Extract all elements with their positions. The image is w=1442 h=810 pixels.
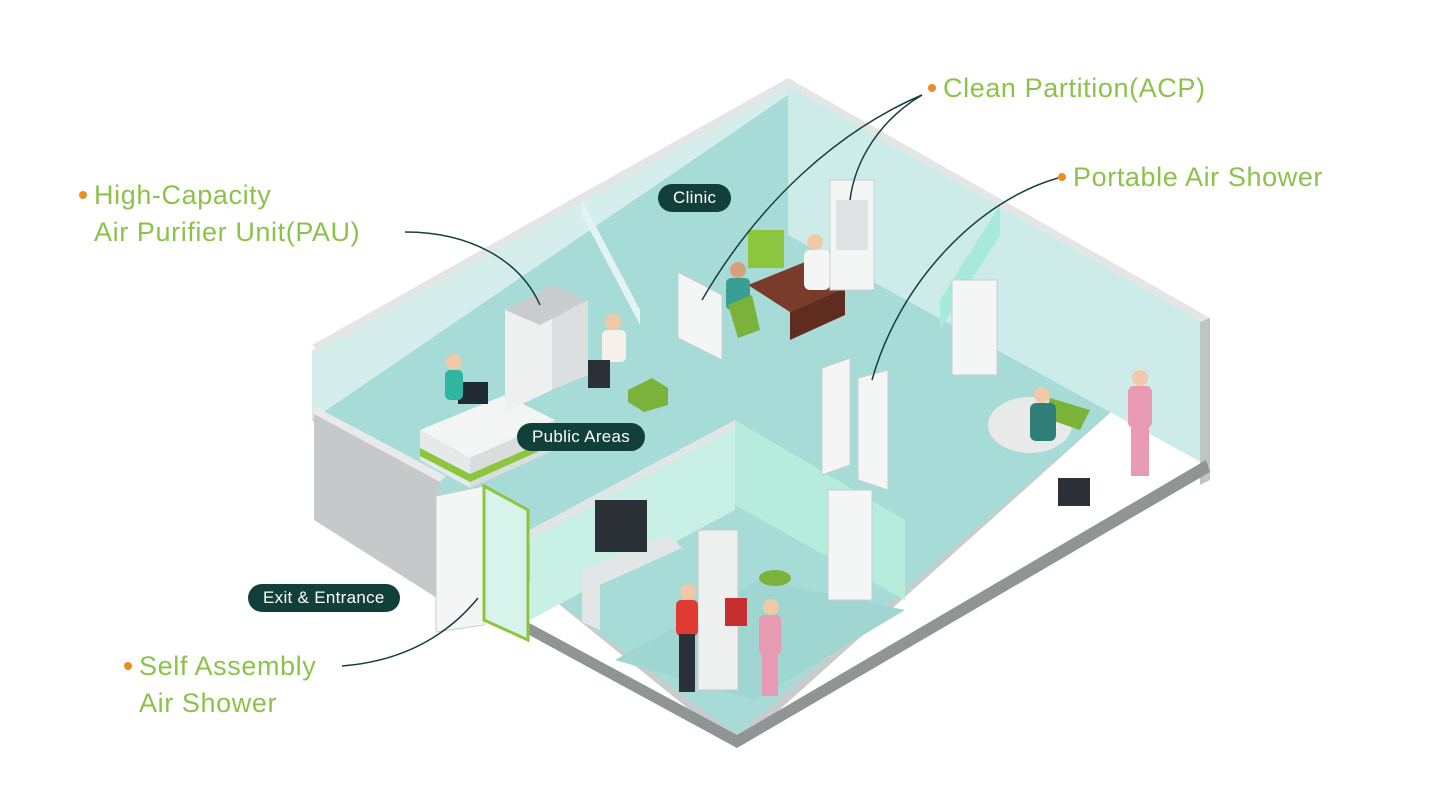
callout-bullet-icon bbox=[124, 661, 132, 670]
back-left-wall bbox=[312, 82, 788, 420]
front-left-edge bbox=[520, 618, 737, 748]
nurse-body bbox=[1128, 386, 1152, 428]
leader-self-assembly bbox=[341, 597, 479, 667]
xray-patient-legs bbox=[679, 634, 695, 692]
pau-label-line1: High-Capacity bbox=[94, 180, 272, 210]
doctor-coat bbox=[804, 250, 830, 290]
back-left-wall-top bbox=[312, 78, 796, 350]
portable-air-shower-label: Portable Air Shower bbox=[1073, 162, 1324, 192]
dental-chair-cushion bbox=[1045, 398, 1090, 430]
patient-legs bbox=[588, 360, 610, 388]
xray-staff-head bbox=[763, 599, 779, 615]
clinic-patient-head bbox=[730, 262, 746, 278]
portable-air-shower-left bbox=[821, 357, 851, 476]
portable-air-shower-callout: Portable Air Shower bbox=[1058, 159, 1323, 196]
clinic-left-partition bbox=[582, 200, 640, 325]
callout-bullet-icon bbox=[1058, 172, 1066, 181]
receptionist-head bbox=[446, 354, 462, 370]
patient-body bbox=[602, 330, 626, 362]
clinic-chair bbox=[728, 295, 760, 338]
xray-monitor bbox=[725, 598, 747, 626]
clean-partition-panel-left bbox=[677, 271, 723, 361]
xray-patient-head bbox=[680, 584, 696, 600]
xray-console bbox=[582, 535, 682, 630]
dental-cart bbox=[1058, 478, 1090, 506]
reception-desk-top bbox=[420, 395, 555, 458]
nurse-head bbox=[1132, 370, 1148, 386]
pau-callout: High-Capacity Air Purifier Unit(PAU) bbox=[79, 177, 360, 251]
self-assembly-label-line1: Self Assembly bbox=[139, 651, 317, 681]
exit-entrance-label: Exit & Entrance bbox=[248, 584, 400, 612]
self-assembly-callout: Self Assembly Air Shower bbox=[124, 648, 316, 722]
clinic-desk-front bbox=[790, 288, 845, 340]
xray-stool bbox=[759, 570, 791, 586]
dentist-body bbox=[1030, 403, 1056, 441]
leader-clean-partition-1 bbox=[701, 94, 923, 301]
leader-portable-air-shower bbox=[871, 177, 1059, 381]
back-right-wall bbox=[788, 82, 1206, 465]
portable-air-shower-right bbox=[857, 369, 889, 491]
reception-monitor bbox=[458, 382, 488, 404]
xray-staff-legs bbox=[762, 652, 778, 696]
nurse-legs bbox=[1131, 426, 1149, 476]
xray-viewer bbox=[595, 500, 647, 552]
self-assembly-air-shower-door bbox=[482, 483, 530, 643]
front-right-edge bbox=[737, 460, 1210, 748]
pau-cabinet-top bbox=[505, 285, 588, 325]
leader-clean-partition-2 bbox=[849, 94, 923, 201]
xray-room-partition bbox=[827, 489, 873, 601]
self-assembly-air-shower-body bbox=[435, 485, 485, 633]
clean-partition-callout: Clean Partition(ACP) bbox=[928, 70, 1206, 107]
receptionist-body bbox=[445, 370, 463, 400]
callout-bullet-icon bbox=[79, 190, 87, 199]
doctor-head bbox=[807, 234, 823, 250]
clean-partition-filter-right bbox=[836, 200, 868, 250]
leader-pau bbox=[404, 231, 541, 306]
public-areas-label: Public Areas bbox=[517, 423, 646, 451]
xray-staff-body bbox=[759, 615, 781, 655]
xray-patient-body bbox=[676, 600, 698, 636]
back-right-wall-top bbox=[788, 78, 1210, 324]
right-wall-edge bbox=[1200, 318, 1210, 485]
front-left-wall-top bbox=[314, 406, 446, 482]
green-chair bbox=[628, 378, 668, 412]
dentist-head bbox=[1034, 387, 1050, 403]
clinic-monitor bbox=[748, 230, 784, 268]
dental-wall-panel bbox=[951, 279, 998, 376]
patient-head bbox=[605, 314, 621, 330]
pau-label-line2: Air Purifier Unit(PAU) bbox=[94, 217, 361, 247]
front-left-wall bbox=[314, 412, 440, 600]
clinic-area-label: Clinic bbox=[658, 184, 732, 212]
callout-bullet-icon bbox=[928, 83, 936, 92]
self-assembly-label-line2: Air Shower bbox=[139, 688, 278, 718]
reception-desk-stripe bbox=[420, 437, 555, 482]
clean-partition-label: Clean Partition(ACP) bbox=[943, 73, 1206, 103]
